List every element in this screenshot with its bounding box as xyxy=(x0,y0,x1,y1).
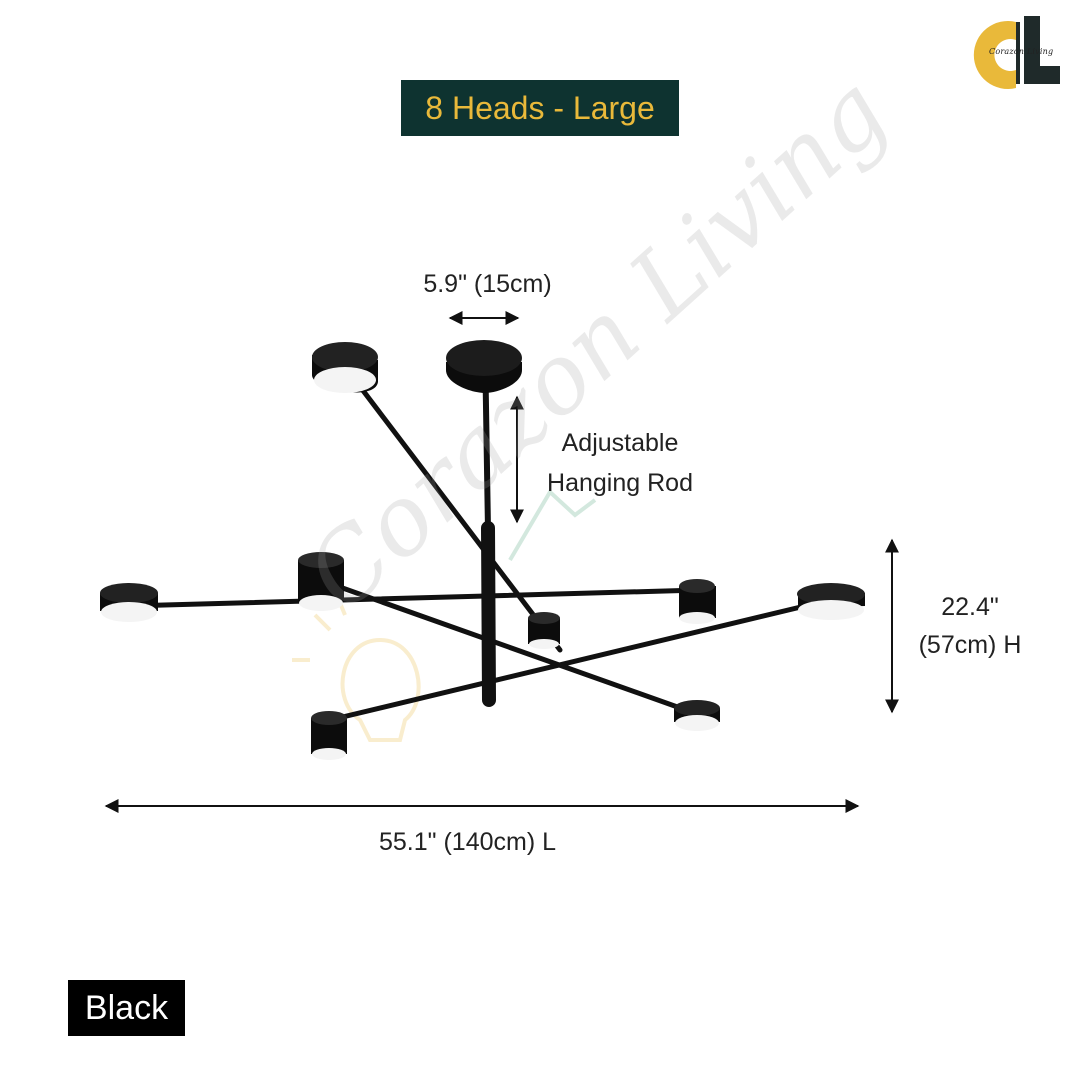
height-label-line2: (57cm) H xyxy=(918,631,1022,659)
hanging-rod-label: Adjustable Hanging Rod xyxy=(525,423,715,503)
lamp-head-bottom-left xyxy=(311,711,347,760)
lamp-head-far-right xyxy=(797,583,865,620)
center-stem xyxy=(481,521,496,707)
arm-upper-left xyxy=(352,377,563,653)
lamp-head-center-small xyxy=(528,612,560,649)
ceiling-canopy xyxy=(446,340,522,393)
length-label: 55.1" (140cm) L xyxy=(378,828,556,856)
lamp-head-top-left xyxy=(312,342,378,393)
hanging-rod-label-line2: Hanging Rod xyxy=(547,469,693,497)
lamp-head-bottom-right xyxy=(674,700,720,731)
arm-long-right xyxy=(327,597,833,723)
watermark-mountain-icon xyxy=(508,488,597,562)
color-variant-badge: Black xyxy=(68,980,185,1036)
brand-name: Corazon Living xyxy=(989,47,1054,56)
arm-cross xyxy=(317,577,703,718)
watermark-bulb-icon xyxy=(292,597,421,742)
brand-logo-icon xyxy=(973,16,1060,89)
arm-long-left xyxy=(125,587,703,609)
hanging-rod-label-line1: Adjustable xyxy=(561,429,679,457)
lamp-head-far-left xyxy=(100,583,158,622)
page-title: 8 Heads - Large xyxy=(401,80,679,136)
height-label: 22.4" (57cm) H xyxy=(895,588,1045,664)
chandelier-arms xyxy=(125,342,833,723)
height-label-line1: 22.4" xyxy=(941,593,999,621)
canopy-width-label: 5.9" (15cm) xyxy=(423,270,552,298)
lamp-head-left-cylinder xyxy=(298,552,344,611)
lamp-head-right-cylinder xyxy=(679,579,716,624)
